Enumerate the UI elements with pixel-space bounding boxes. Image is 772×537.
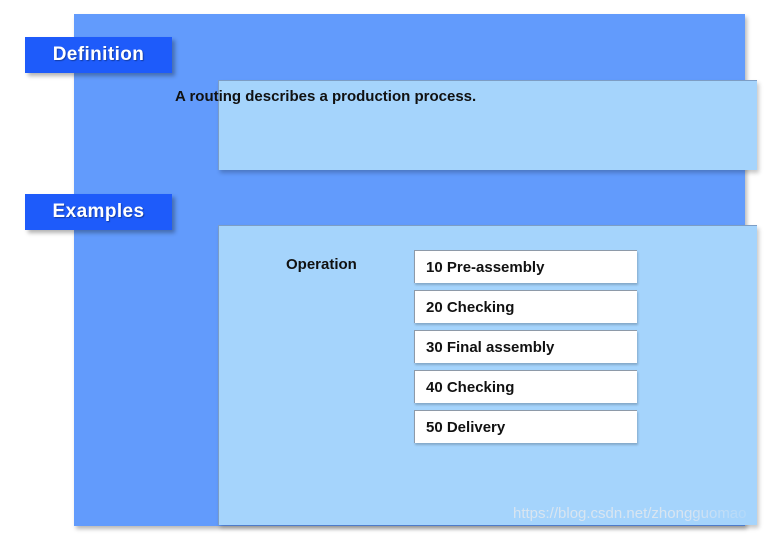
list-item: 10 Pre-assembly <box>414 250 637 283</box>
examples-section-tab: Examples <box>25 194 172 230</box>
list-item: 50 Delivery <box>414 410 637 443</box>
list-item: 30 Final assembly <box>414 330 637 363</box>
definition-body-text: A routing describes a production process… <box>175 88 477 105</box>
operation-label: Operation <box>286 256 357 273</box>
operation-list: 10 Pre-assembly 20 Checking 30 Final ass… <box>414 250 637 450</box>
list-item: 20 Checking <box>414 290 637 323</box>
watermark-text: https://blog.csdn.net/zhongguomao <box>513 505 747 522</box>
definition-section-tab: Definition <box>25 37 172 73</box>
examples-tab-label: Examples <box>52 201 145 222</box>
definition-content-panel <box>218 80 757 170</box>
definition-tab-label: Definition <box>52 44 145 65</box>
list-item: 40 Checking <box>414 370 637 403</box>
